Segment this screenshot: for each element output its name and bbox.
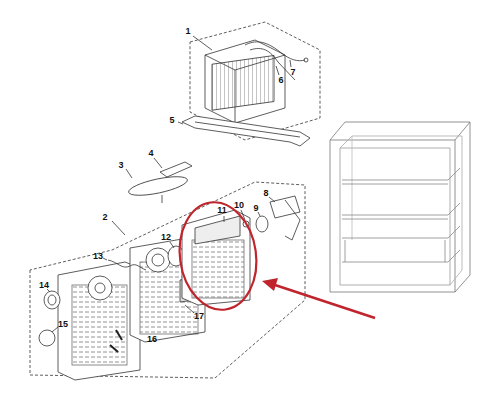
callout-number: 16 xyxy=(146,335,158,344)
callout-number: 8 xyxy=(262,189,269,198)
callout-number: 11 xyxy=(216,206,228,215)
callout-number: 15 xyxy=(57,320,69,329)
callout-number: 10 xyxy=(233,201,245,210)
callout-number: 12 xyxy=(160,233,172,242)
callout-number: 4 xyxy=(147,149,154,158)
callout-number: 1 xyxy=(184,27,191,36)
callout-number: 6 xyxy=(277,76,284,85)
callout-number: 14 xyxy=(38,281,50,290)
callout-number: 9 xyxy=(252,204,259,213)
callout-number: 2 xyxy=(101,213,108,222)
callout-number: 13 xyxy=(92,252,104,261)
callout-number: 7 xyxy=(289,68,296,77)
callout-number: 3 xyxy=(117,161,124,170)
callout-number: 17 xyxy=(193,312,205,321)
callout-number: 5 xyxy=(168,116,175,125)
